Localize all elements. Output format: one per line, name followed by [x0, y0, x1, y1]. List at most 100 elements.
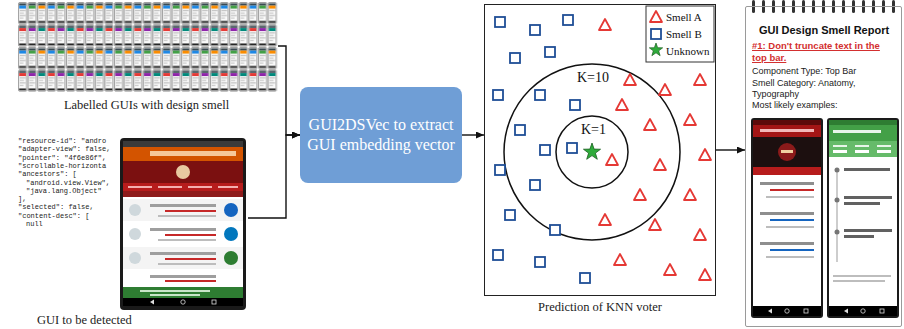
smell-b-points: [535, 257, 545, 267]
gui-screenshot: [123, 199, 243, 221]
json-code-line: "java.lang.Object": [26, 187, 102, 195]
flow-arrow: [462, 134, 484, 135]
panel-caption: Prediction of KNN voter: [538, 300, 662, 314]
example-screenshot-right: [844, 196, 892, 199]
gui-screenshot: [129, 204, 141, 216]
example-screenshot-left: [770, 249, 814, 251]
json-code-line: "resource-id": "andro: [18, 137, 106, 145]
json-code-line: null: [26, 220, 43, 228]
gui-screenshot: [123, 247, 243, 269]
gui-screenshot: [123, 199, 243, 221]
example-screenshot-right: [835, 230, 840, 235]
smell-b-points: [545, 47, 555, 57]
smell-a-points: [684, 114, 696, 125]
smell-a-points: [634, 189, 646, 200]
gui-screenshot: [224, 251, 238, 265]
smell-b-points: [495, 17, 505, 27]
panel-caption: Labelled GUIs with design smell: [64, 98, 229, 112]
gui-screenshot: [123, 141, 243, 147]
smell-a-points: [649, 219, 661, 230]
smell-a-points: [599, 214, 611, 225]
gui-screenshot: [224, 203, 238, 217]
component-type: Component Type: Top Bar: [752, 66, 896, 77]
smell-b-points: [570, 100, 580, 110]
smell-category: Smell Category: Anatomy, Typography: [752, 78, 896, 100]
smell-b-points: [515, 125, 525, 135]
knn-scatter-plot: [556, 116, 628, 188]
example-screenshot-left: [770, 219, 814, 221]
gui-screenshot: [123, 223, 243, 245]
gui-thumbnail-grid: [18, 2, 277, 92]
example-screenshot-right: [835, 198, 840, 203]
gui-screenshot: [150, 300, 154, 305]
gui-screenshot: [123, 298, 243, 306]
smell-a-points: [699, 269, 711, 280]
gui-screenshot: [120, 138, 246, 310]
legend-box: [649, 43, 662, 56]
gui-screenshot: [129, 252, 141, 264]
example-screenshot-left: [781, 150, 793, 153]
smell-a-points: [694, 229, 706, 240]
example-screenshot-right: [829, 120, 897, 316]
gui-screenshot: [158, 239, 216, 241]
legend-box: [646, 6, 714, 62]
smell-b-points: [580, 273, 590, 283]
smell-b-points: [535, 90, 545, 100]
example-screenshot-left: [753, 125, 821, 137]
example-screenshot-right: [827, 118, 899, 318]
gui-screenshot: [129, 228, 141, 240]
gui-screenshot: [123, 271, 243, 286]
example-screenshot-left: [770, 189, 814, 191]
gui-screenshot: [150, 204, 216, 207]
smell-b-points: [550, 225, 560, 235]
legend-box: [646, 6, 714, 62]
smell-report-notebook: GUI Design Smell Report#1: Don't truncat…: [745, 6, 902, 327]
gui-screenshot: [123, 141, 243, 306]
smell-a-points: [659, 84, 671, 95]
example-screenshot-left: [766, 226, 814, 228]
example-screenshot-left: [753, 137, 821, 167]
gui-screenshot: [188, 186, 212, 188]
smell-a-points: [664, 264, 676, 275]
embedding-box: GUI2DSVec to extract GUI embedding vecto…: [300, 87, 462, 183]
example-screenshot-left: [766, 196, 814, 198]
knn-scatter-plot: [493, 6, 714, 283]
example-screenshot-right: [877, 145, 891, 147]
smell-b-points: [530, 180, 540, 190]
gui-screenshot: [123, 147, 243, 161]
gui-screenshot: [150, 151, 236, 156]
gui-screenshot: [140, 290, 210, 292]
gui-screenshot: [165, 258, 216, 260]
smell-b-points: [510, 53, 520, 63]
gui-screenshot: [128, 186, 152, 188]
gui-screenshot: [123, 161, 243, 183]
legend-label: Smell A: [666, 10, 702, 24]
example-screenshot-left: [753, 120, 821, 125]
json-code-line: "selected": false,: [18, 203, 94, 211]
smell-b-points: [505, 210, 515, 220]
example-screenshot-left: [753, 120, 821, 316]
example-screenshot-left: [804, 309, 808, 313]
example-screenshot-right: [833, 130, 881, 133]
example-screenshot-right: [835, 168, 840, 173]
json-code-line: "ancestors": [: [18, 170, 77, 178]
gui-screenshot: [218, 186, 238, 188]
smell-b-points: [530, 25, 540, 35]
smell-a-points: [694, 74, 706, 85]
example-screenshot-right: [844, 309, 848, 314]
smell-a-points: [606, 154, 618, 165]
gui-screenshot: [150, 228, 216, 231]
example-screenshot-left: [760, 242, 814, 245]
flow-arrow: [248, 135, 300, 218]
smell-b-points: [495, 165, 505, 175]
smell-b-points: [493, 90, 503, 100]
json-code-line: "scrollable-horizonta: [18, 162, 106, 170]
example-screenshot-right: [880, 309, 884, 313]
example-screenshot-right: [844, 229, 892, 232]
example-screenshot-right: [827, 118, 899, 318]
gui-screenshot: [212, 300, 216, 304]
gui-screenshot: [165, 234, 216, 236]
gui-screenshot: [224, 227, 238, 241]
panel-caption: GUI to be detected: [37, 313, 132, 327]
json-code-line: "android.view.View",: [26, 179, 110, 187]
